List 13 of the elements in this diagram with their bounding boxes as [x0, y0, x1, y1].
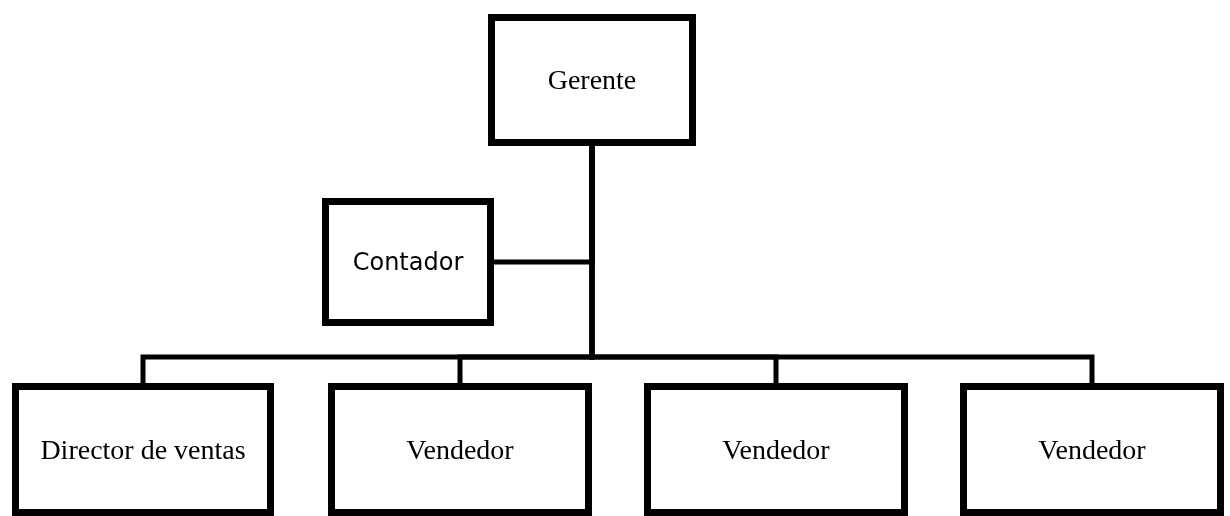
- role-label: Gerente: [547, 64, 637, 96]
- role-label: Contador: [352, 248, 464, 276]
- org-chart-box: [328, 383, 592, 516]
- org-chart-box: [12, 383, 274, 516]
- role-label: Vendedor: [1038, 433, 1146, 466]
- role-label: Vendedor: [722, 433, 830, 466]
- org-chart-box: [644, 383, 908, 516]
- org-chart-box: [960, 383, 1224, 516]
- role-label: Vendedor: [406, 433, 514, 466]
- role-label: Director de ventas: [40, 433, 246, 466]
- org-chart-box: [488, 14, 696, 146]
- connector-line: [589, 146, 1095, 383]
- org-chart-box: [322, 198, 494, 326]
